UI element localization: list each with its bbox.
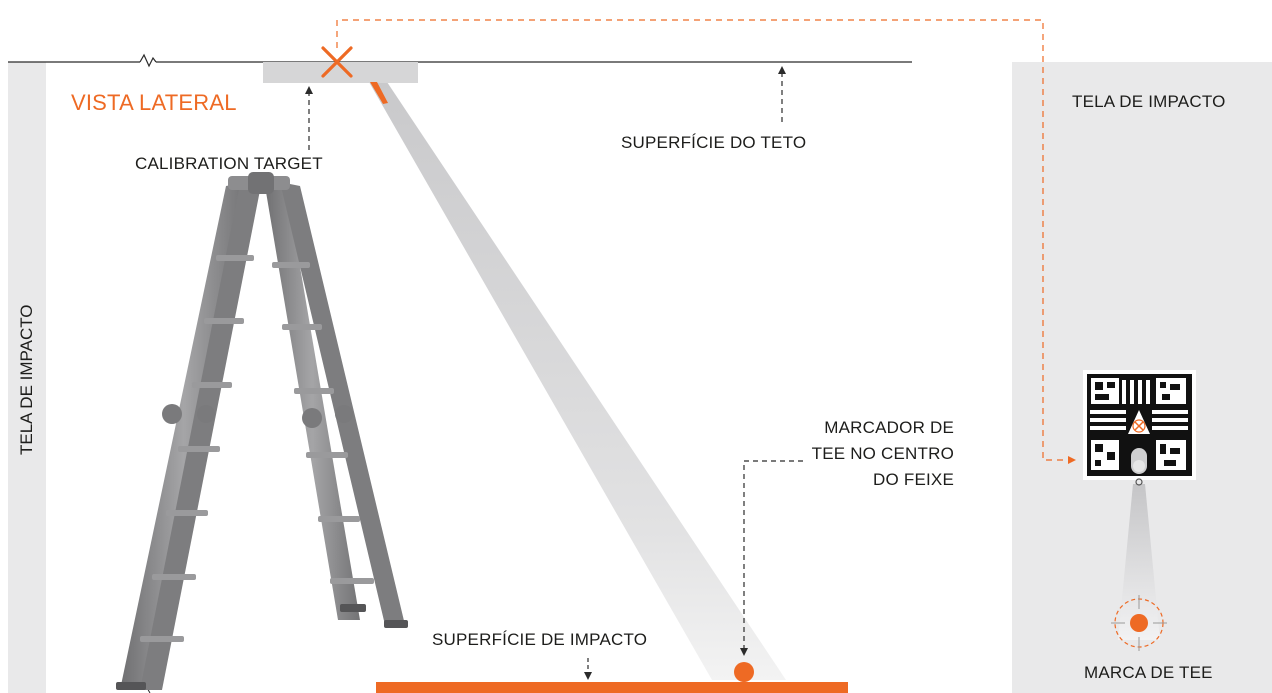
target-x-icon — [321, 46, 353, 78]
impact-screen-label: TELA DE IMPACTO — [1072, 92, 1226, 111]
calibration-target-plate — [263, 62, 418, 83]
beam-origin-wedge — [370, 82, 388, 104]
connector-arrow-icon — [1068, 456, 1076, 464]
ladder-illustration — [116, 172, 408, 690]
side-view-title: VISTA LATERAL — [71, 90, 237, 115]
calibration-marker-card — [1083, 370, 1196, 480]
impact-surface — [376, 682, 848, 693]
tee-marker-label-line2: TEE NO CENTRO — [811, 444, 954, 463]
ceiling-surface-label: SUPERFÍCIE DO TETO — [621, 133, 807, 152]
tee-mark-target-icon — [1111, 595, 1167, 651]
target-to-marker-connector — [336, 19, 1068, 461]
impact-screen-side-label: TELA DE IMPACTO — [17, 304, 36, 455]
tee-marker-dot — [734, 662, 754, 682]
panel-beam-origin-icon — [1135, 478, 1143, 486]
tee-marker-label-line3: DO FEIXE — [873, 470, 954, 489]
projector-beam — [369, 82, 786, 680]
left-wall-panel — [8, 62, 46, 693]
calibration-target-label: CALIBRATION TARGET — [135, 154, 323, 173]
tee-mark-label: MARCA DE TEE — [1084, 663, 1213, 682]
tee-marker-label-line1: MARCADOR DE — [824, 418, 954, 437]
impact-surface-label: SUPERFÍCIE DE IMPACTO — [432, 630, 648, 649]
calibration-target-leader — [305, 86, 313, 150]
ceiling-line — [8, 53, 912, 68]
ceiling-surface-leader — [778, 66, 786, 122]
tee-marker-leader — [740, 460, 803, 656]
impact-surface-leader — [584, 658, 592, 680]
